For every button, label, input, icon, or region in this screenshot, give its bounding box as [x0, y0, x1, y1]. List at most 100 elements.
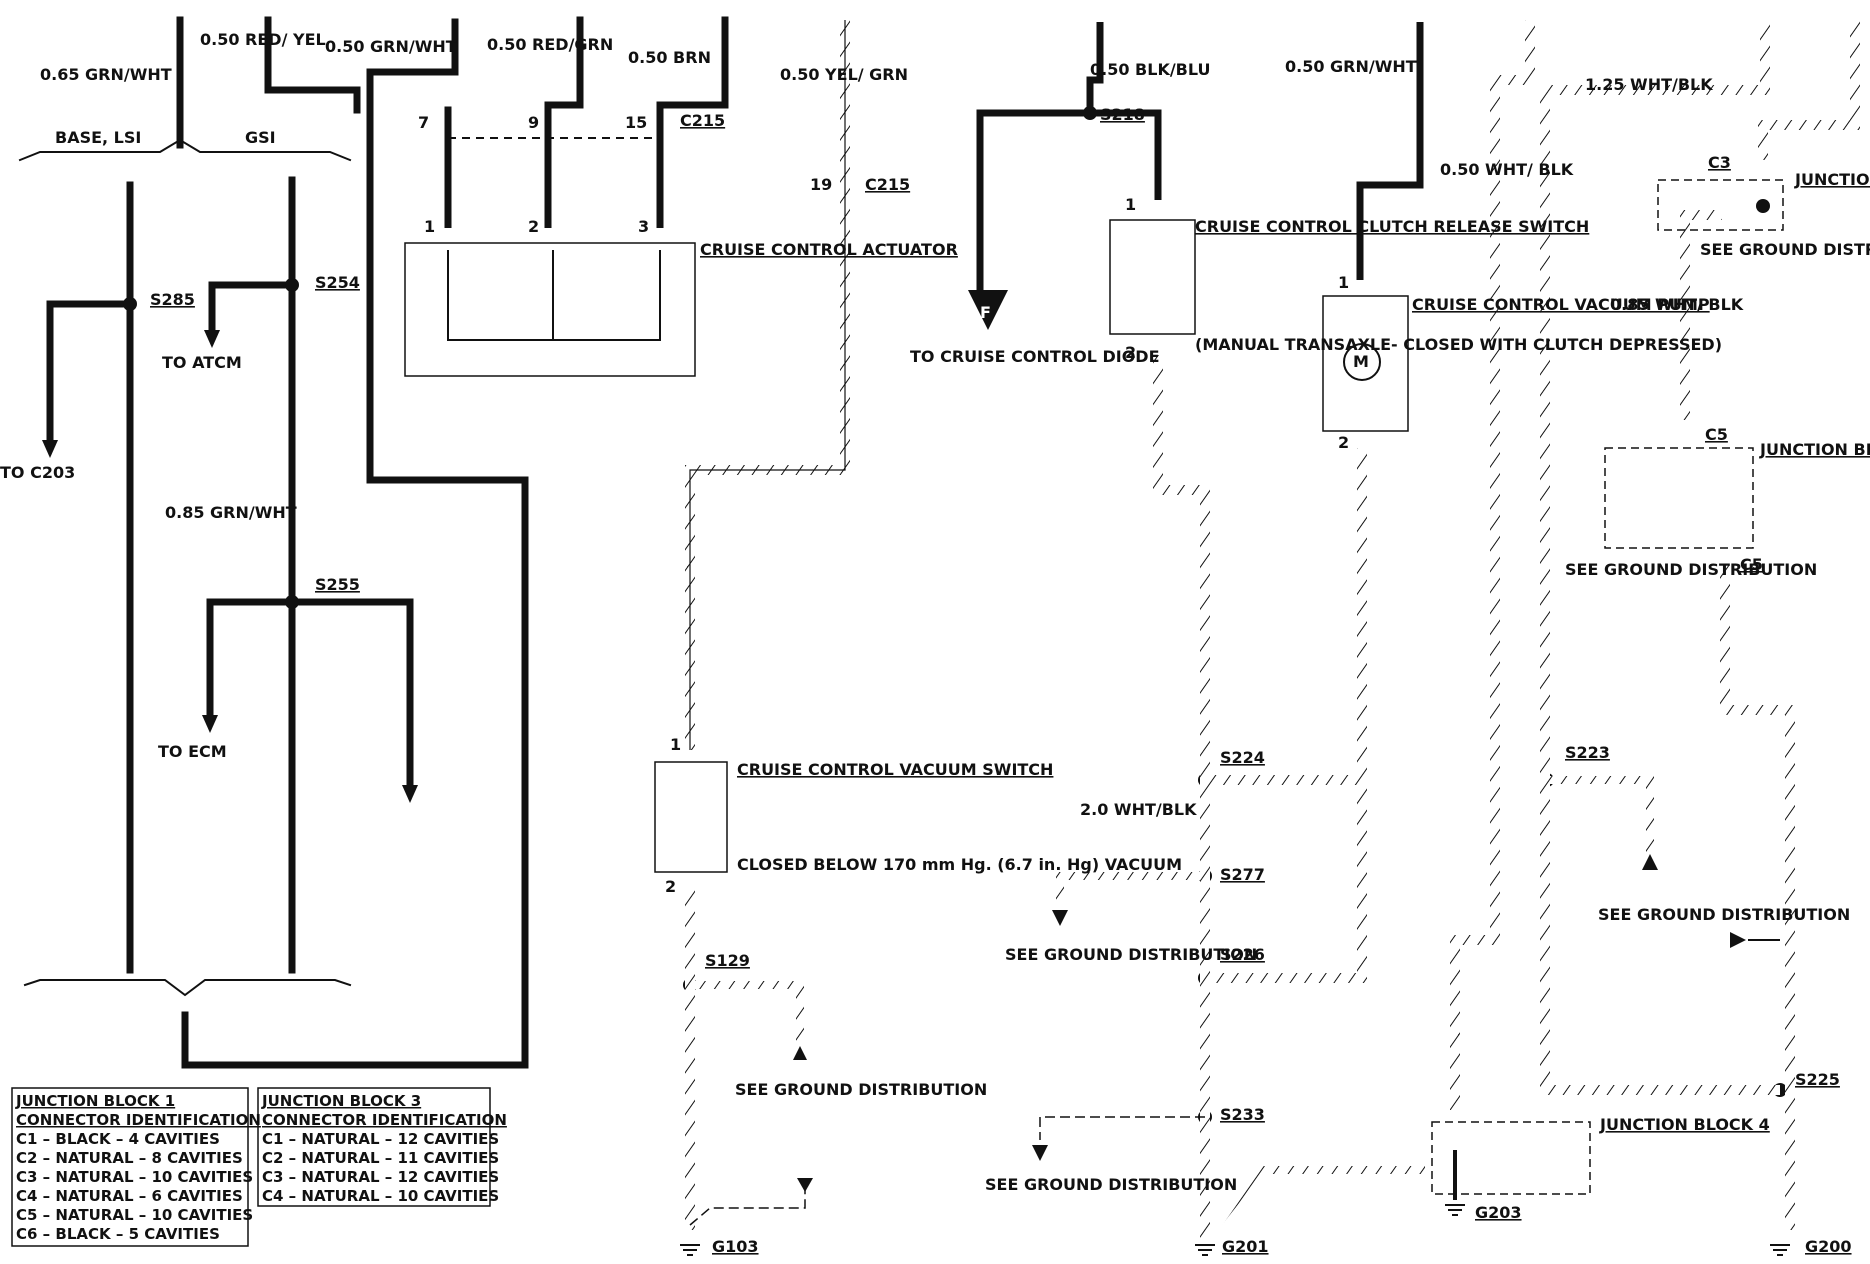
label-jb3: JUNCTION BLOCK 3	[1794, 170, 1870, 189]
splice-s233: S233	[1220, 1105, 1265, 1124]
label-clutch-switch: CRUISE CONTROL CLUTCH RELEASE SWITCH	[1195, 217, 1589, 236]
label-see-ground-5: SEE GROUND DISTRIBUTION	[1700, 240, 1870, 259]
jb3-title-2: CONNECTOR IDENTIFICATION	[262, 1111, 507, 1129]
label-see-ground-4: SEE GROUND DISTRIBUTION	[1598, 905, 1850, 924]
middle-arrows	[793, 1046, 813, 1192]
jb1-row-2: C2 – NATURAL – 8 CAVITIES	[16, 1149, 243, 1167]
clutch-pin-2: 2	[1125, 343, 1136, 362]
actuator-wiring	[404, 130, 696, 377]
label-see-ground-2: SEE GROUND DISTRIBUTION	[1005, 945, 1257, 964]
pin-labels: 7 9 15 1 2 3 19 1 2 1 2 1 2	[418, 113, 1349, 896]
label-actuator: CRUISE CONTROL ACTUATOR	[700, 240, 958, 259]
label-blk-blu: 0.50 BLK/BLU	[1090, 60, 1211, 79]
pump-wiring	[1205, 22, 1424, 983]
blkblu-arrow	[968, 290, 1068, 1161]
f-marker: F	[980, 303, 991, 322]
label-to-ecm: TO ECM	[158, 742, 227, 761]
right-wiring	[1431, 20, 1860, 1230]
jb1-row-4: C4 – NATURAL – 6 CAVITIES	[16, 1187, 243, 1205]
ground-g201: G201	[1222, 1237, 1269, 1256]
pump-pin-1: 1	[1338, 273, 1349, 292]
label-vacuum-note: CLOSED BELOW 170 mm Hg. (6.7 in. Hg) VAC…	[737, 855, 1182, 874]
label-vacuum-switch: CRUISE CONTROL VACUUM SWITCH	[737, 760, 1053, 779]
label-grn-wht-085: 0.85 GRN/WHT	[165, 503, 297, 522]
jb1-row-6: C6 – BLACK – 5 CAVITIES	[16, 1225, 220, 1243]
actuator-pin-3: 3	[638, 217, 649, 236]
jb1-row-1: C1 – BLACK – 4 CAVITIES	[16, 1130, 220, 1148]
actuator-pin-1: 1	[424, 217, 435, 236]
label-gsi: GSI	[245, 128, 276, 147]
splice-s223: S223	[1565, 743, 1610, 762]
label-wht-blk-085: 0.85 WHT/ BLK	[1610, 295, 1744, 314]
label-red-yel: 0.50 RED/ YEL	[200, 30, 326, 49]
jb1-row-3: C3 – NATURAL – 10 CAVITIES	[16, 1168, 253, 1186]
splice-s129: S129	[705, 951, 750, 970]
clutch-pin-1: 1	[1125, 195, 1136, 214]
jb1-row-5: C5 – NATURAL – 10 CAVITIES	[16, 1206, 253, 1224]
conn-c3: C3	[1708, 153, 1731, 172]
pin-9: 9	[528, 113, 539, 132]
ground-g200: G200	[1805, 1237, 1852, 1256]
label-see-ground-1: SEE GROUND DISTRIBUTION	[735, 1080, 987, 1099]
label-grn-wht-pump: 0.50 GRN/WHT	[1285, 57, 1417, 76]
splice-labels: S285 S254 S255 S218 S224 S223 S277 S226 …	[150, 105, 1852, 1256]
splice-s218: S218	[1100, 105, 1145, 124]
clutch-wiring	[976, 22, 1425, 1243]
conn-c215-mid: C215	[865, 175, 910, 194]
label-clutch-note: (MANUAL TRANSAXLE- CLOSED WITH CLUTCH DE…	[1195, 335, 1722, 354]
label-jb1: JUNCTION BLOCK 1	[1759, 440, 1870, 459]
label-to-cruise-diode: TO CRUISE CONTROL DIODE	[910, 347, 1160, 366]
jb3-row-3: C3 – NATURAL – 12 CAVITIES	[262, 1168, 499, 1186]
ground-symbols	[680, 1204, 1790, 1256]
splice-s226: S226	[1220, 945, 1265, 964]
splice-s255: S255	[315, 575, 360, 594]
splice-s225: S225	[1795, 1070, 1840, 1089]
ground-g203: G203	[1475, 1203, 1522, 1222]
splice-s254: S254	[315, 273, 360, 292]
label-grn-wht-050: 0.50 GRN/WHT	[325, 37, 457, 56]
splice-s224: S224	[1220, 748, 1265, 767]
label-vacuum-pump: CRUISE CONTROL VACUUM PUMP	[1412, 295, 1710, 314]
pin-19: 19	[810, 175, 832, 194]
pump-pin-2: 2	[1338, 433, 1349, 452]
conn-c5-bottom: C5	[1740, 555, 1763, 574]
label-see-ground-6: SEE GROUND DISTRIBUTION	[1565, 560, 1817, 579]
conn-c5-top: C5	[1705, 425, 1728, 444]
jb1-title-1: JUNCTION BLOCK 1	[15, 1092, 175, 1110]
jb3-title-1: JUNCTION BLOCK 3	[261, 1092, 421, 1110]
jb3-row-4: C4 – NATURAL – 10 CAVITIES	[262, 1187, 499, 1205]
label-pump-motor: M	[1353, 352, 1369, 371]
jb3-table: JUNCTION BLOCK 3 CONNECTOR IDENTIFICATIO…	[257, 1087, 507, 1207]
middle-wiring	[654, 20, 850, 1230]
label-see-ground-3: SEE GROUND DISTRIBUTION	[985, 1175, 1237, 1194]
label-jb4: JUNCTION BLOCK 4	[1599, 1115, 1770, 1134]
wire-labels: 0.65 GRN/WHT 0.50 RED/ YEL 0.50 GRN/WHT …	[0, 30, 1870, 1194]
conn-c215-top: C215	[680, 111, 725, 130]
pin-15: 15	[625, 113, 647, 132]
right-arrows	[1642, 854, 1746, 948]
actuator-pin-2: 2	[528, 217, 539, 236]
label-to-c203: TO C203	[0, 463, 75, 482]
ground-g103: G103	[712, 1237, 759, 1256]
vac-switch-pin-1: 1	[670, 735, 681, 754]
splice-s277: S277	[1220, 865, 1265, 884]
jb3-row-1: C1 – NATURAL – 12 CAVITIES	[262, 1130, 499, 1148]
label-red-grn: 0.50 RED/GRN	[487, 35, 613, 54]
arrow-heads	[42, 330, 418, 803]
label-wht-blk-20: 2.0 WHT/BLK	[1080, 800, 1197, 819]
label-wht-blk-050: 0.50 WHT/ BLK	[1440, 160, 1574, 179]
label-grn-wht-065: 0.65 GRN/WHT	[40, 65, 172, 84]
label-wht-blk-125: 1.25 WHT/BLK	[1585, 75, 1713, 94]
jb1-title-2: CONNECTOR IDENTIFICATION	[16, 1111, 261, 1129]
vac-switch-pin-2: 2	[665, 877, 676, 896]
label-to-atcm: TO ATCM	[162, 353, 242, 372]
label-yel-grn: 0.50 YEL/ GRN	[780, 65, 908, 84]
label-brn: 0.50 BRN	[628, 48, 711, 67]
label-base-lsi: BASE, LSI	[55, 128, 141, 147]
jb3-row-2: C2 – NATURAL – 11 CAVITIES	[262, 1149, 499, 1167]
jb1-table: JUNCTION BLOCK 1 CONNECTOR IDENTIFICATIO…	[11, 1087, 261, 1247]
splice-s285: S285	[150, 290, 195, 309]
left-wiring	[18, 16, 729, 1069]
